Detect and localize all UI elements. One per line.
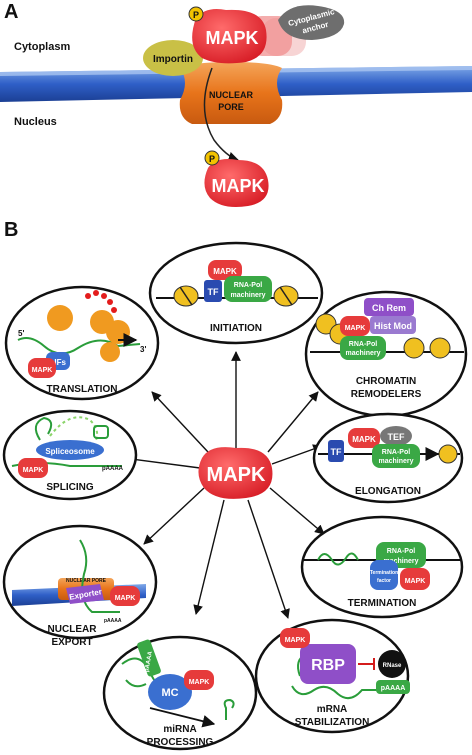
mirna-title-line2: PROCESSING [147, 737, 214, 748]
initiation-pol-line1: RNA-Pol [234, 282, 262, 289]
importin-protein: Importin [143, 40, 203, 76]
stabilization-title-line2: STABILIZATION [295, 717, 370, 728]
rnase-label: RNase [383, 663, 402, 669]
elongation-module: TF MAPK TEF RNA-Pol machinery ELONGATION [312, 412, 464, 504]
pore-label-line1: NUCLEAR [209, 90, 253, 100]
pore-label-line2: PORE [218, 102, 244, 112]
termination-pol-line1: RNA-Pol [387, 548, 415, 555]
nucleus-label: Nucleus [14, 116, 57, 128]
splicing-title: SPLICING [46, 482, 93, 493]
chromatin-title-line2: REMODELERS [351, 389, 422, 400]
panel-a-letter: A [4, 1, 18, 23]
ch-rem-label: Ch Rem [372, 303, 406, 313]
elongation-pol-line1: RNA-Pol [382, 449, 410, 456]
translation-title: TRANSLATION [47, 384, 118, 395]
phosphate-label: P [209, 154, 215, 164]
mapk-top-label: MAPK [206, 28, 259, 48]
termination-pol-line2: machinery [383, 558, 418, 565]
chromatin-pol-line2: machinery [345, 350, 380, 357]
termination-factor-line1: Termination [370, 570, 398, 576]
center-mapk-label: MAPK [207, 464, 266, 486]
chromatin-module: Ch Rem Hist Mod MAPK RNA-Pol machinery C… [304, 290, 468, 418]
mirna-module: pAAAA MC MAPK miRNA PROCESSING [102, 635, 258, 751]
stabilization-mapk-label: MAPK [285, 637, 306, 644]
spliceosome-label: Spliceosome [45, 447, 95, 456]
stabilization-polya-label: pAAAA [381, 685, 406, 692]
importin-label: Importin [153, 54, 193, 65]
mapk-nuclear: MAPK [204, 159, 269, 207]
stabilization-title-line1: mRNA [317, 704, 348, 715]
termination-factor-line2: factor [377, 578, 391, 584]
export-title-line1: NUCLEAR [48, 624, 98, 635]
stabilization-module: RBP MAPK RNase pAAAA mRNA STABILIZATION [254, 618, 410, 734]
initiation-pol-line2: machinery [230, 292, 265, 299]
splicing-mapk-label: MAPK [23, 467, 44, 474]
elongation-pol-line2: machinery [378, 458, 413, 465]
five-prime-label: 5' [18, 329, 24, 338]
cytoplasmic-anchor: Cytoplasmic anchor [278, 5, 345, 40]
export-pore-label: NUCLEAR PORE [66, 578, 107, 584]
initiation-module: TF MAPK RNA-Pol machinery INITIATION [148, 241, 324, 345]
hist-mod-label: Hist Mod [374, 321, 412, 331]
phosphate-icon [188, 6, 204, 22]
export-polya-label: pAAAA [104, 618, 122, 624]
panel-b-letter: B [4, 219, 18, 241]
chromatin-title-line1: CHROMATIN [356, 376, 416, 387]
mapk-cytoplasmic: MAPK [192, 9, 267, 64]
mirna-mapk-label: MAPK [189, 679, 210, 686]
translation-module: eIFs MAPK 5' 3' TRANSLATION [4, 285, 160, 401]
mapk-center: MAPK [198, 447, 273, 499]
chromatin-mapk-label: MAPK [345, 325, 366, 332]
splicing-polya-label: pAAAA [102, 466, 124, 472]
elongation-tf-label: TF [331, 447, 342, 457]
initiation-title: INITIATION [210, 323, 262, 334]
mirna-title-line1: miRNA [163, 724, 196, 735]
termination-module: RNA-Pol machinery Termination factor MAP… [300, 515, 464, 619]
mc-label: MC [161, 687, 178, 699]
mirna-polya-label: pAAAA [144, 650, 154, 672]
translation-eifs-label: eIFs [50, 358, 67, 367]
rbp-label: RBP [311, 657, 345, 674]
termination-mapk-label: MAPK [405, 578, 426, 585]
import-arrow [203, 67, 239, 162]
termination-title: TERMINATION [348, 598, 417, 609]
elongation-title: ELONGATION [355, 486, 421, 497]
nuclear-pore: NUCLEAR PORE [179, 62, 283, 124]
translation-mapk-label: MAPK [32, 367, 53, 374]
splicing-module: Spliceosome MAPK pAAAA SPLICING [2, 409, 138, 501]
nuclear-export-module: NUCLEAR PORE Exporter MAPK pAAAA NUCLEAR… [2, 524, 158, 648]
export-mapk-label: MAPK [115, 595, 136, 602]
phosphate-label: P [193, 10, 199, 20]
mapk-nuclear-label: MAPK [212, 176, 265, 196]
cytoplasm-label: Cytoplasm [14, 41, 70, 53]
three-prime-label: 3' [140, 345, 146, 354]
initiation-mapk-label: MAPK [213, 267, 237, 276]
export-title-line2: EXPORT [51, 637, 92, 648]
chromatin-pol-line1: RNA-Pol [349, 341, 377, 348]
process-arrows [123, 351, 325, 619]
initiation-tf-label: TF [208, 287, 219, 297]
phosphate-icon [204, 150, 220, 166]
tef-label: TEF [388, 432, 406, 442]
elongation-mapk-label: MAPK [352, 435, 376, 444]
